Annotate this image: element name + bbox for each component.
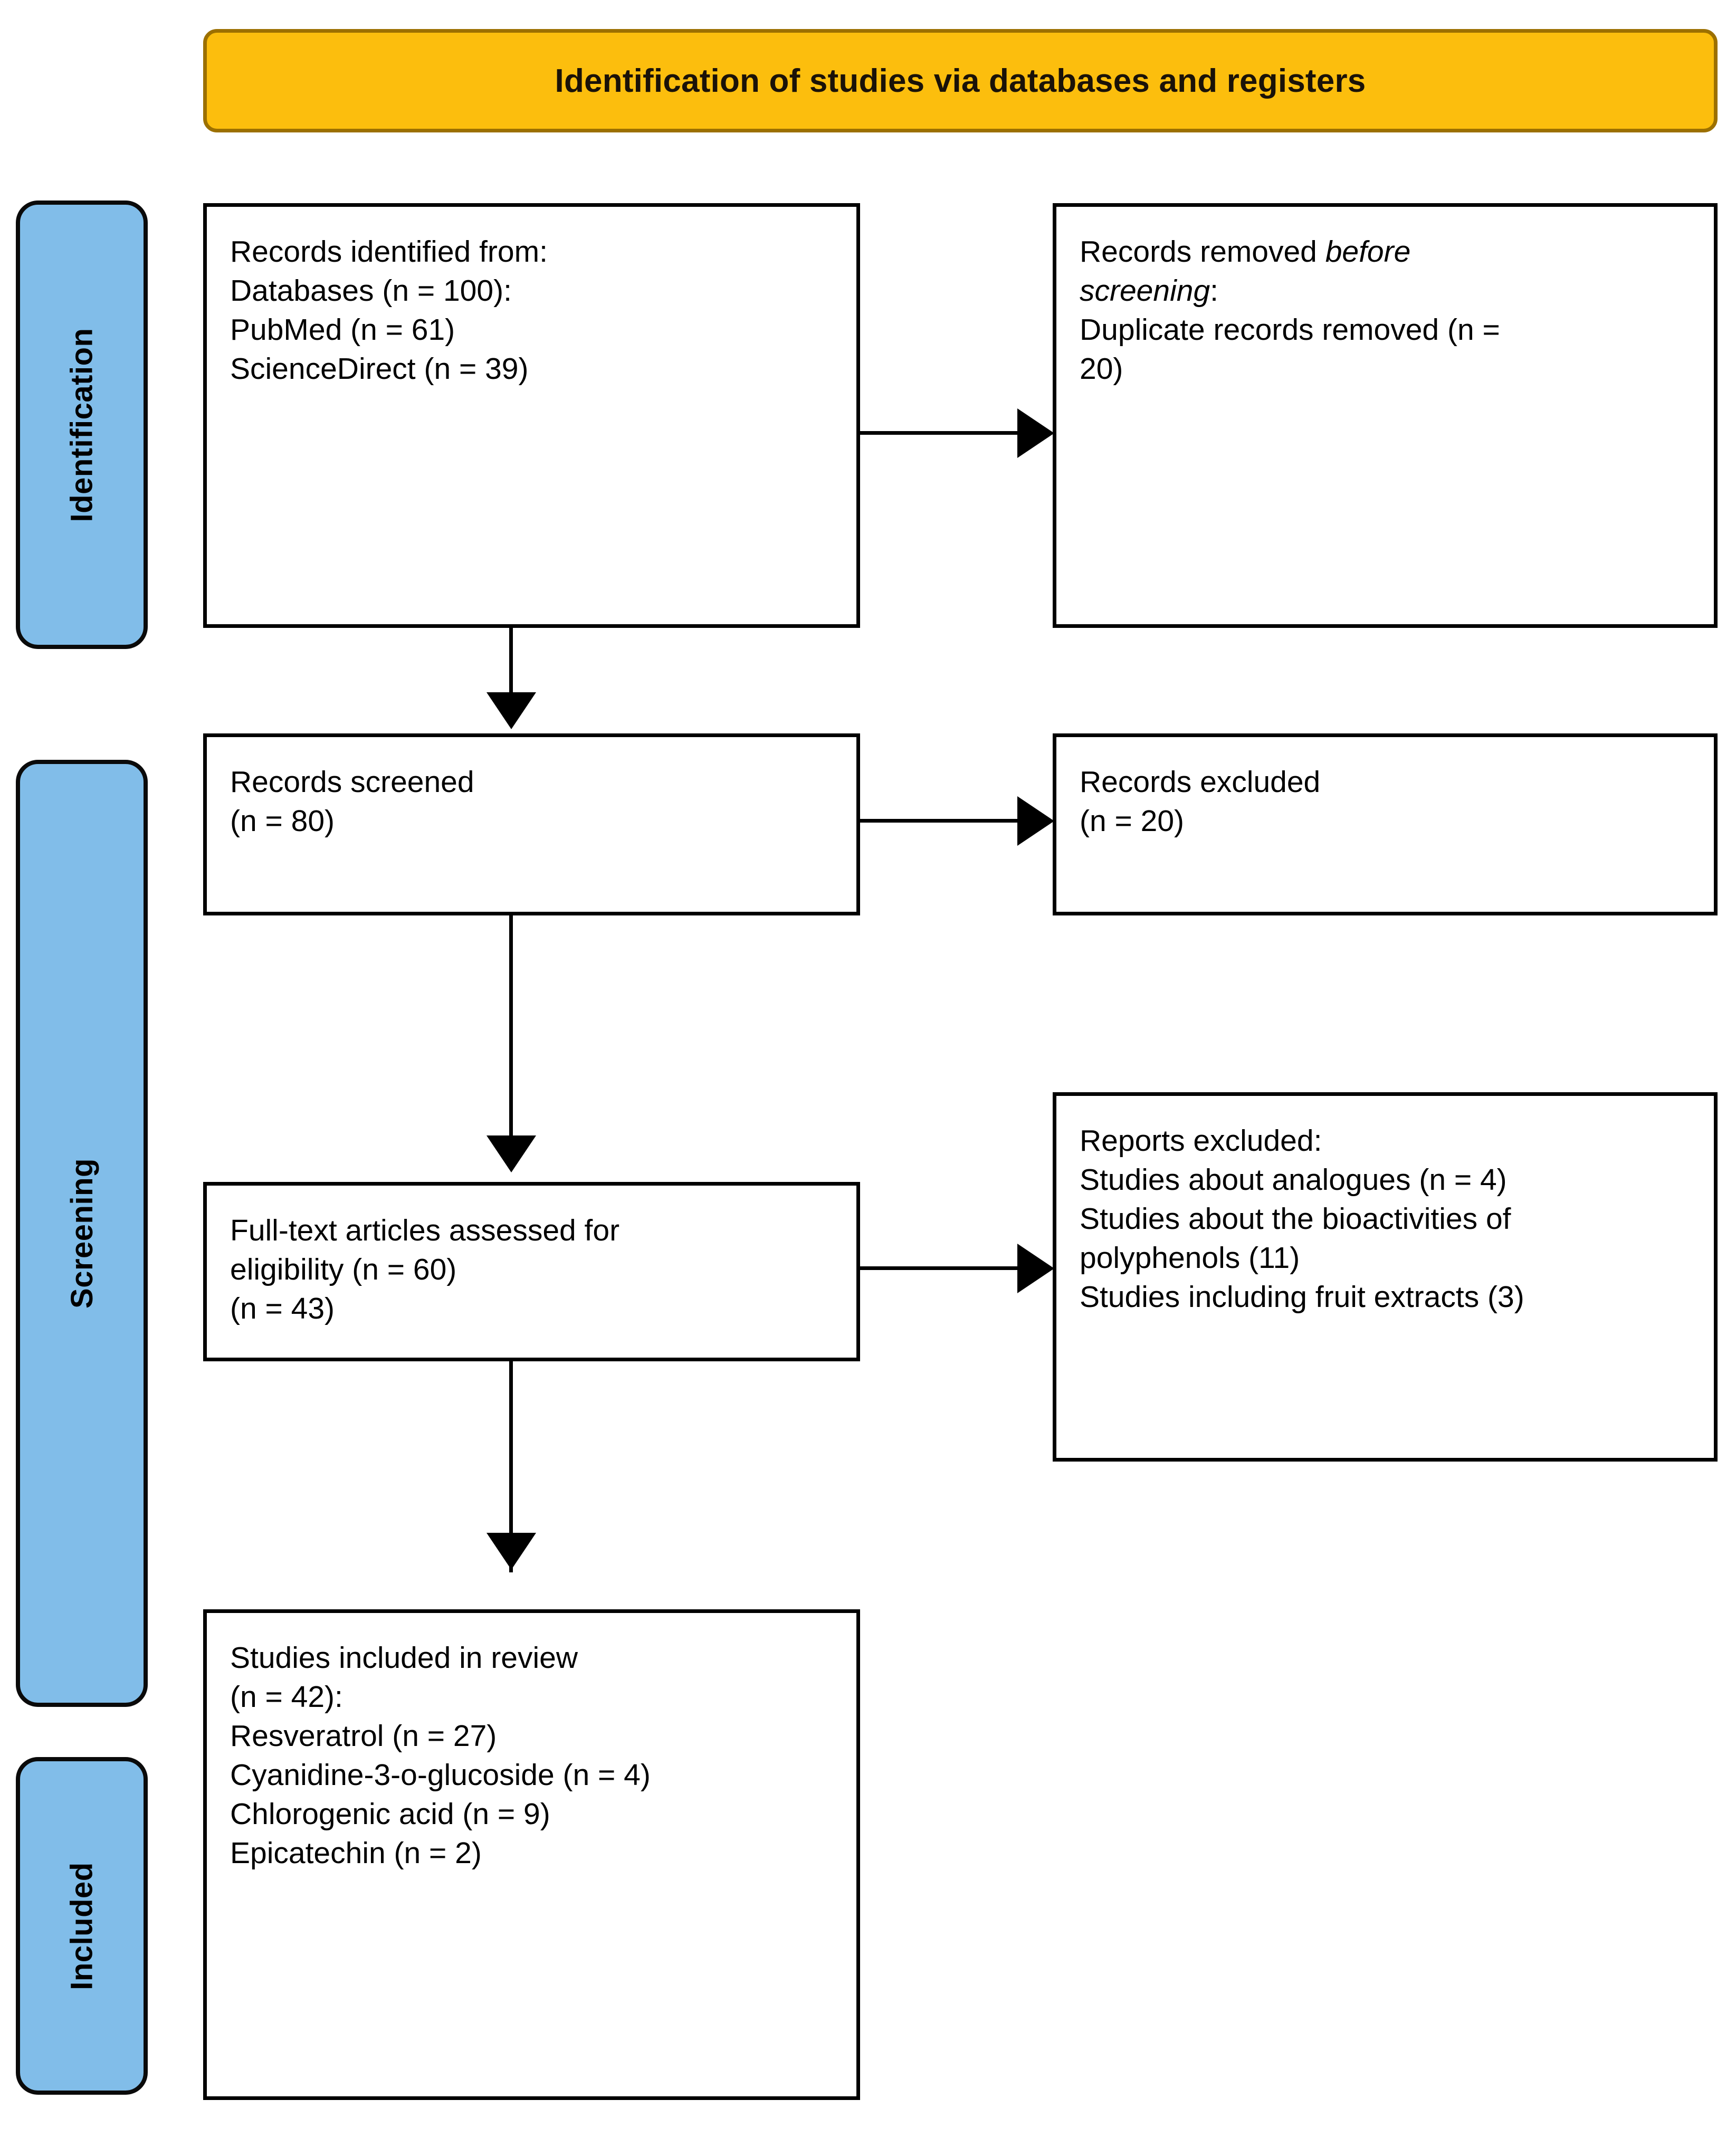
stage-tab-screening: Screening [16, 760, 148, 1707]
connector-fulltext-to-included-line [509, 1361, 513, 1572]
fulltext-assessed-line-2: eligibility (n = 60) [230, 1253, 457, 1287]
studies-included-line-4: Cyanidine-3-o-glucoside (n = 4) [230, 1758, 651, 1792]
stage-tab-identification: Identification [16, 201, 148, 649]
records-identified-line-1: Records identified from: [230, 235, 548, 269]
connector-identified-to-screened-arrowhead [487, 692, 536, 729]
records-identified-line-3: PubMed (n = 61) [230, 313, 455, 347]
connector-screened-to-excluded-arrowhead [1017, 796, 1054, 846]
box-reports-excluded-text: Reports excluded: Studies about analogue… [1080, 1121, 1693, 1316]
studies-included-line-1: Studies included in review [230, 1641, 578, 1675]
fulltext-assessed-line-1: Full-text articles assessed for [230, 1214, 620, 1247]
records-removed-prefix: Records removed [1080, 235, 1325, 269]
box-reports-excluded: Reports excluded: Studies about analogue… [1053, 1092, 1718, 1462]
box-records-excluded-text: Records excluded (n = 20) [1080, 762, 1693, 841]
box-studies-included-text: Studies included in review (n = 42): Res… [230, 1638, 835, 1873]
fulltext-assessed-line-3: (n = 43) [230, 1292, 335, 1326]
reports-excluded-line-5: Studies including fruit extracts (3) [1080, 1280, 1524, 1314]
studies-included-line-6: Epicatechin (n = 2) [230, 1836, 482, 1870]
connector-identified-to-removed-line [860, 431, 1018, 435]
records-removed-line-3: Duplicate records removed (n = [1080, 313, 1500, 347]
connector-screened-to-fulltext-arrowhead [487, 1135, 536, 1172]
records-excluded-line-1: Records excluded [1080, 765, 1321, 799]
connector-fulltext-to-included-arrowhead [487, 1533, 536, 1570]
box-records-identified: Records identified from: Databases (n = … [203, 203, 860, 628]
records-removed-colon: : [1210, 274, 1218, 308]
records-screened-line-1: Records screened [230, 765, 474, 799]
connector-identified-to-removed-arrowhead [1017, 408, 1054, 458]
reports-excluded-line-3: Studies about the bioactivities of [1080, 1202, 1511, 1236]
reports-excluded-line-2: Studies about analogues (n = 4) [1080, 1163, 1507, 1197]
records-identified-line-2: Databases (n = 100): [230, 274, 512, 308]
records-removed-italic-before: before [1325, 235, 1411, 269]
box-records-screened-text: Records screened (n = 80) [230, 762, 835, 841]
records-removed-line-4: 20) [1080, 352, 1123, 386]
connector-fulltext-to-reports-excluded-arrowhead [1017, 1244, 1054, 1293]
studies-included-line-2: (n = 42): [230, 1680, 343, 1714]
stage-tab-included: Included [16, 1757, 148, 2095]
studies-included-line-3: Resveratrol (n = 27) [230, 1719, 497, 1753]
box-fulltext-assessed-text: Full-text articles assessed for eligibil… [230, 1211, 835, 1328]
header-title: Identification of studies via databases … [555, 62, 1366, 99]
connector-screened-to-excluded-line [860, 819, 1018, 823]
header-banner: Identification of studies via databases … [203, 29, 1718, 132]
stage-tab-identification-label: Identification [64, 328, 99, 522]
box-records-screened: Records screened (n = 80) [203, 733, 860, 915]
records-screened-line-2: (n = 80) [230, 804, 335, 838]
box-fulltext-assessed: Full-text articles assessed for eligibil… [203, 1182, 860, 1361]
connector-fulltext-to-reports-excluded-line [860, 1266, 1018, 1270]
records-removed-line-1: Records removed before [1080, 232, 1693, 271]
box-records-removed: Records removed before screening: Duplic… [1053, 203, 1718, 628]
records-removed-line-2: screening: [1080, 271, 1693, 310]
box-records-identified-text: Records identified from: Databases (n = … [230, 232, 835, 388]
studies-included-line-5: Chlorogenic acid (n = 9) [230, 1797, 550, 1831]
box-records-excluded: Records excluded (n = 20) [1053, 733, 1718, 915]
stage-tab-screening-label: Screening [64, 1158, 99, 1309]
box-records-removed-text: Records removed before screening: Duplic… [1080, 232, 1693, 388]
records-excluded-line-2: (n = 20) [1080, 804, 1185, 838]
reports-excluded-line-4: polyphenols (11) [1080, 1241, 1300, 1275]
box-studies-included: Studies included in review (n = 42): Res… [203, 1609, 860, 2100]
reports-excluded-line-1: Reports excluded: [1080, 1124, 1322, 1158]
connector-screened-to-fulltext-line [509, 915, 513, 1169]
connector-identified-to-screened-line [509, 628, 513, 726]
records-identified-line-4: ScienceDirect (n = 39) [230, 352, 529, 386]
stage-tab-included-label: Included [64, 1862, 99, 1990]
records-removed-italic-screening: screening [1080, 274, 1210, 308]
